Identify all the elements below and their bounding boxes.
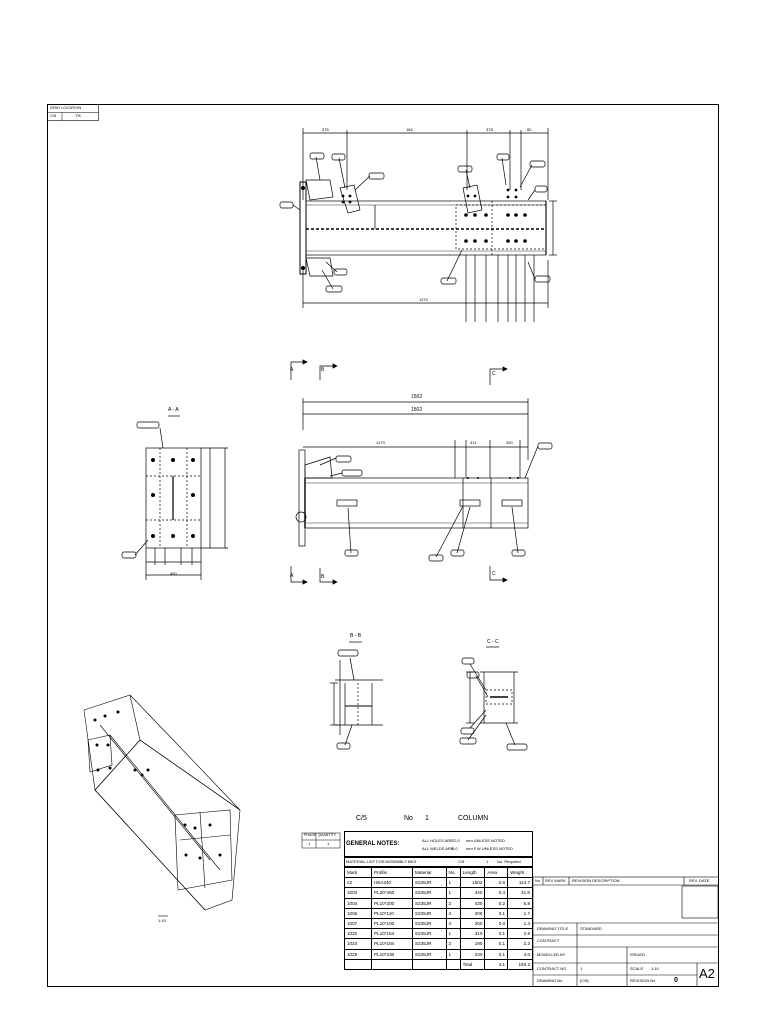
revision-no-label: REVISION No xyxy=(630,978,656,983)
rev-header-mark: REV MARK xyxy=(545,878,566,883)
sheet-size: A2 xyxy=(699,966,715,981)
grid-location-col1: C/5 xyxy=(50,113,57,118)
material-list-title: MATERIAL LIST FOR ASSEMBLY MK3 xyxy=(346,859,417,864)
rev-header-no: No xyxy=(535,878,541,883)
front-dim-second: 1502 xyxy=(411,407,423,413)
drawing-title-value: STANDARD xyxy=(580,926,602,931)
front-dim-overall: 1502 xyxy=(411,394,423,400)
iso-scale-label: 1:10 xyxy=(158,918,166,923)
front-dim-part-3: 300 xyxy=(506,440,513,445)
top-dim-2: 184 xyxy=(406,127,413,132)
top-dim-bottom: 1270 xyxy=(419,297,428,302)
material-list-assembly: C/5 xyxy=(458,859,465,864)
drawing-title-label: DRAWING TITLE xyxy=(537,926,569,931)
notes-line1-unit: mm UNLESS NOTED xyxy=(466,838,505,843)
phase-value: 1 xyxy=(308,841,311,846)
assembly-mark: C/5 xyxy=(356,815,367,822)
contract-label: CONTRACT xyxy=(537,938,560,943)
section-marker-c-bottom: C xyxy=(492,571,496,577)
notes-line1-value: 22.0 xyxy=(452,838,460,843)
top-dim-1: 375 xyxy=(322,127,329,132)
section-marker-b-top: B xyxy=(321,367,325,373)
section-marker-b-bottom: B xyxy=(321,574,325,580)
rev-header-date: REV. DATE xyxy=(689,878,710,883)
general-notes-title: GENERAL NOTES: xyxy=(346,841,400,847)
material-table: Mark Profile Material No. Length Area We… xyxy=(344,866,533,970)
heading-name: COLUMN xyxy=(458,815,489,822)
table-total-row: Total 4.1 193.2 xyxy=(344,958,533,970)
total-label: Total xyxy=(459,958,486,970)
contract-no-label: CONTRACT NO xyxy=(537,966,567,971)
top-dim-3: 378 xyxy=(486,127,493,132)
notes-line2-unit: mm F.W UNLESS NOTED xyxy=(466,846,513,851)
quantity-value: 1 xyxy=(327,841,330,846)
notes-line1-label: ALL HOLES ARE xyxy=(422,838,453,843)
drawing-no-value: [C/5] xyxy=(580,978,589,983)
scale-value: 1:10 xyxy=(651,966,659,971)
section-marker-a-bottom: A xyxy=(290,573,294,579)
drawing-no-label: DRAWING No xyxy=(537,978,563,983)
grid-location-title: GRID LOCATION xyxy=(50,105,82,110)
heading-no-label: No xyxy=(404,815,413,822)
notes-line2-label: ALL WELDS ARE xyxy=(422,846,454,851)
scale-label: SCALE xyxy=(630,966,644,971)
top-dim-4: 80 xyxy=(527,127,532,132)
section-bb-label: B - B xyxy=(350,633,362,639)
phase-label: PHASE xyxy=(304,833,317,837)
section-marker-a-top: A xyxy=(290,367,294,373)
material-list-required-label: No. Required xyxy=(497,859,521,864)
rev-header-description: REVISION DESCRIPTION xyxy=(572,878,620,883)
notes-line2-value: 6.0 xyxy=(452,846,458,851)
quantity-label: QUANTITY xyxy=(318,833,337,837)
aa-dim-bottom: 450 xyxy=(170,571,177,576)
front-dim-part-1: 1270 xyxy=(376,440,385,445)
total-weight: 193.2 xyxy=(507,958,533,970)
grid-location-col2: T/K xyxy=(75,113,82,118)
revision-no-value: 0 xyxy=(674,977,678,984)
modelled-by-label: MODELLED BY xyxy=(537,952,566,957)
section-marker-c-top: C xyxy=(492,371,496,377)
general-notes-box xyxy=(344,831,533,857)
material-list-required-value: 1 xyxy=(486,859,489,864)
section-aa-label: A - A xyxy=(168,407,179,413)
contract-no-value: 1 xyxy=(580,966,583,971)
issued-label: ISSUED xyxy=(630,952,645,957)
front-dim-part-2: 311 xyxy=(470,440,477,445)
heading-no-value: 1 xyxy=(425,815,429,822)
material-list-header-box xyxy=(344,857,533,867)
section-cc-label: C - C xyxy=(487,639,499,645)
